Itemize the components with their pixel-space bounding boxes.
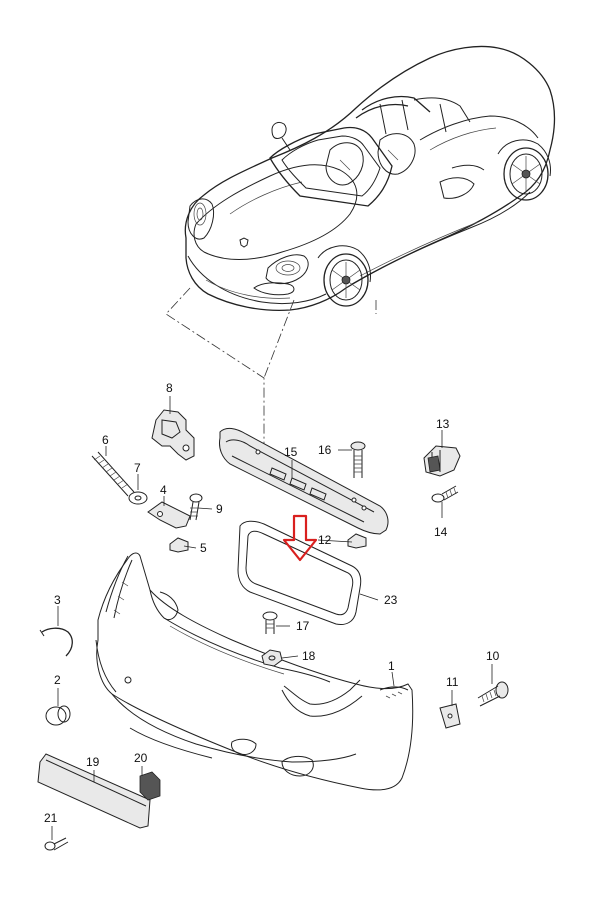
- screw-9: [189, 493, 203, 521]
- part-label-4: 4: [160, 483, 167, 497]
- bracket-left: [151, 409, 195, 461]
- part-label-5: 5: [200, 541, 207, 555]
- bolt-16: [350, 441, 366, 478]
- part-label-8: 8: [166, 381, 173, 395]
- part-label-14: 14: [434, 525, 448, 539]
- bracket-right: [423, 445, 461, 477]
- screw-17: [262, 611, 278, 634]
- screw-14: [431, 485, 459, 503]
- clip-bracket: [147, 501, 191, 529]
- part-label-7: 7: [134, 461, 141, 475]
- part-label-18: 18: [302, 649, 316, 663]
- part-label-23: 23: [384, 593, 398, 607]
- part-label-3: 3: [54, 593, 61, 607]
- down-arrow-icon: [282, 514, 318, 562]
- part-label-13: 13: [436, 417, 450, 431]
- part-label-17: 17: [296, 619, 310, 633]
- part-label-16: 16: [318, 443, 332, 457]
- threaded-stud: [91, 451, 135, 497]
- part-label-6: 6: [102, 433, 109, 447]
- clip-nut-12: [347, 533, 367, 549]
- part-label-15: 15: [284, 445, 298, 459]
- part-label-1: 1: [388, 659, 395, 673]
- leader-lines: [51, 396, 493, 840]
- cap-2: [45, 705, 71, 726]
- part-label-12: 12: [318, 533, 332, 547]
- part-label-11: 11: [446, 675, 459, 689]
- nut-18: [261, 649, 283, 667]
- bolt-10: [477, 681, 509, 707]
- plate-bracket: [37, 753, 151, 829]
- part-label-19: 19: [86, 755, 100, 769]
- washer: [128, 491, 148, 505]
- cross-member: [219, 427, 389, 535]
- part-label-20: 20: [134, 751, 148, 765]
- car-illustration: [184, 45, 556, 312]
- clip-nut-5: [169, 537, 189, 553]
- grille-frame: [237, 520, 362, 625]
- part-number-labels: 1 2 3 4 5 6 7 8 9 10 11 12 13 14 15 16 1…: [44, 381, 500, 825]
- wire-3: [39, 627, 73, 657]
- part-label-10: 10: [486, 649, 500, 663]
- clip-11: [439, 703, 461, 729]
- part-label-21: 21: [44, 811, 58, 825]
- part-label-9: 9: [216, 502, 223, 516]
- screw-21: [44, 837, 69, 851]
- clip-20: [139, 771, 161, 801]
- part-label-2: 2: [54, 673, 61, 687]
- reference-lines: [165, 287, 377, 448]
